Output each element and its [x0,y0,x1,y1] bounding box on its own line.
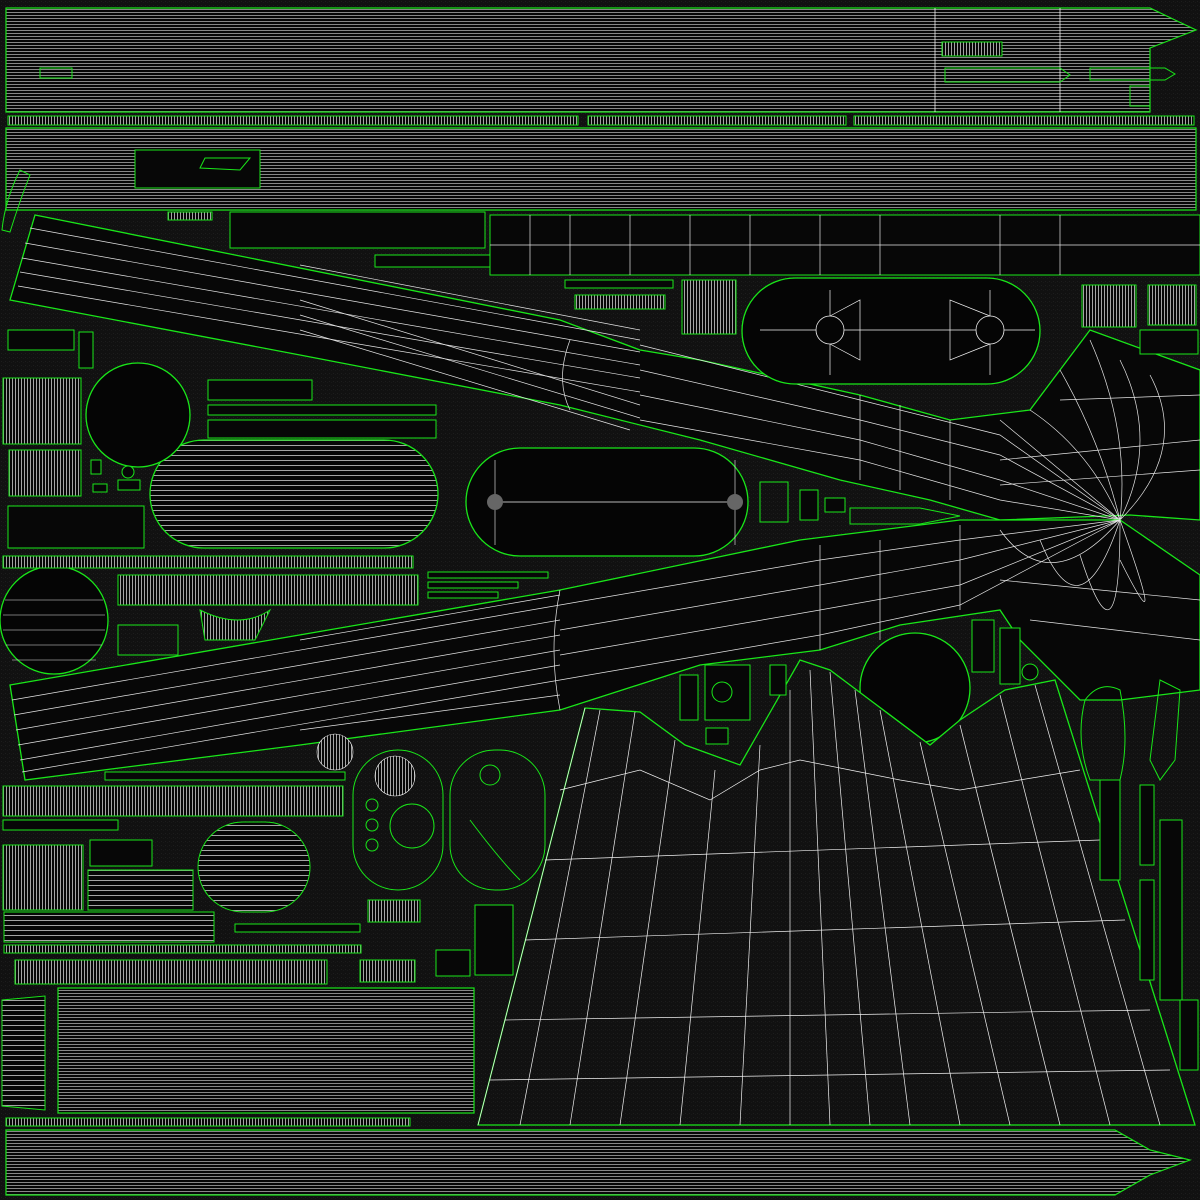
circle-disc-left [0,362,191,675]
oval-panel-left [149,439,439,549]
hull-top-strip-upper [5,7,1198,113]
small-parts-cluster [2,211,1200,1071]
stern-block [1,911,475,1114]
fan-panel [477,659,1196,1126]
oval-panel-center [465,447,749,557]
hull-top-strip-lower [1,115,1197,233]
oval-panel-upper-right [741,277,1041,385]
top-right-parts [941,41,1176,107]
deck-panel-diagonal-lower [9,519,1200,781]
deck-panel-diagonal-upper [9,214,1200,521]
hull-bottom-strip [5,1117,1193,1196]
